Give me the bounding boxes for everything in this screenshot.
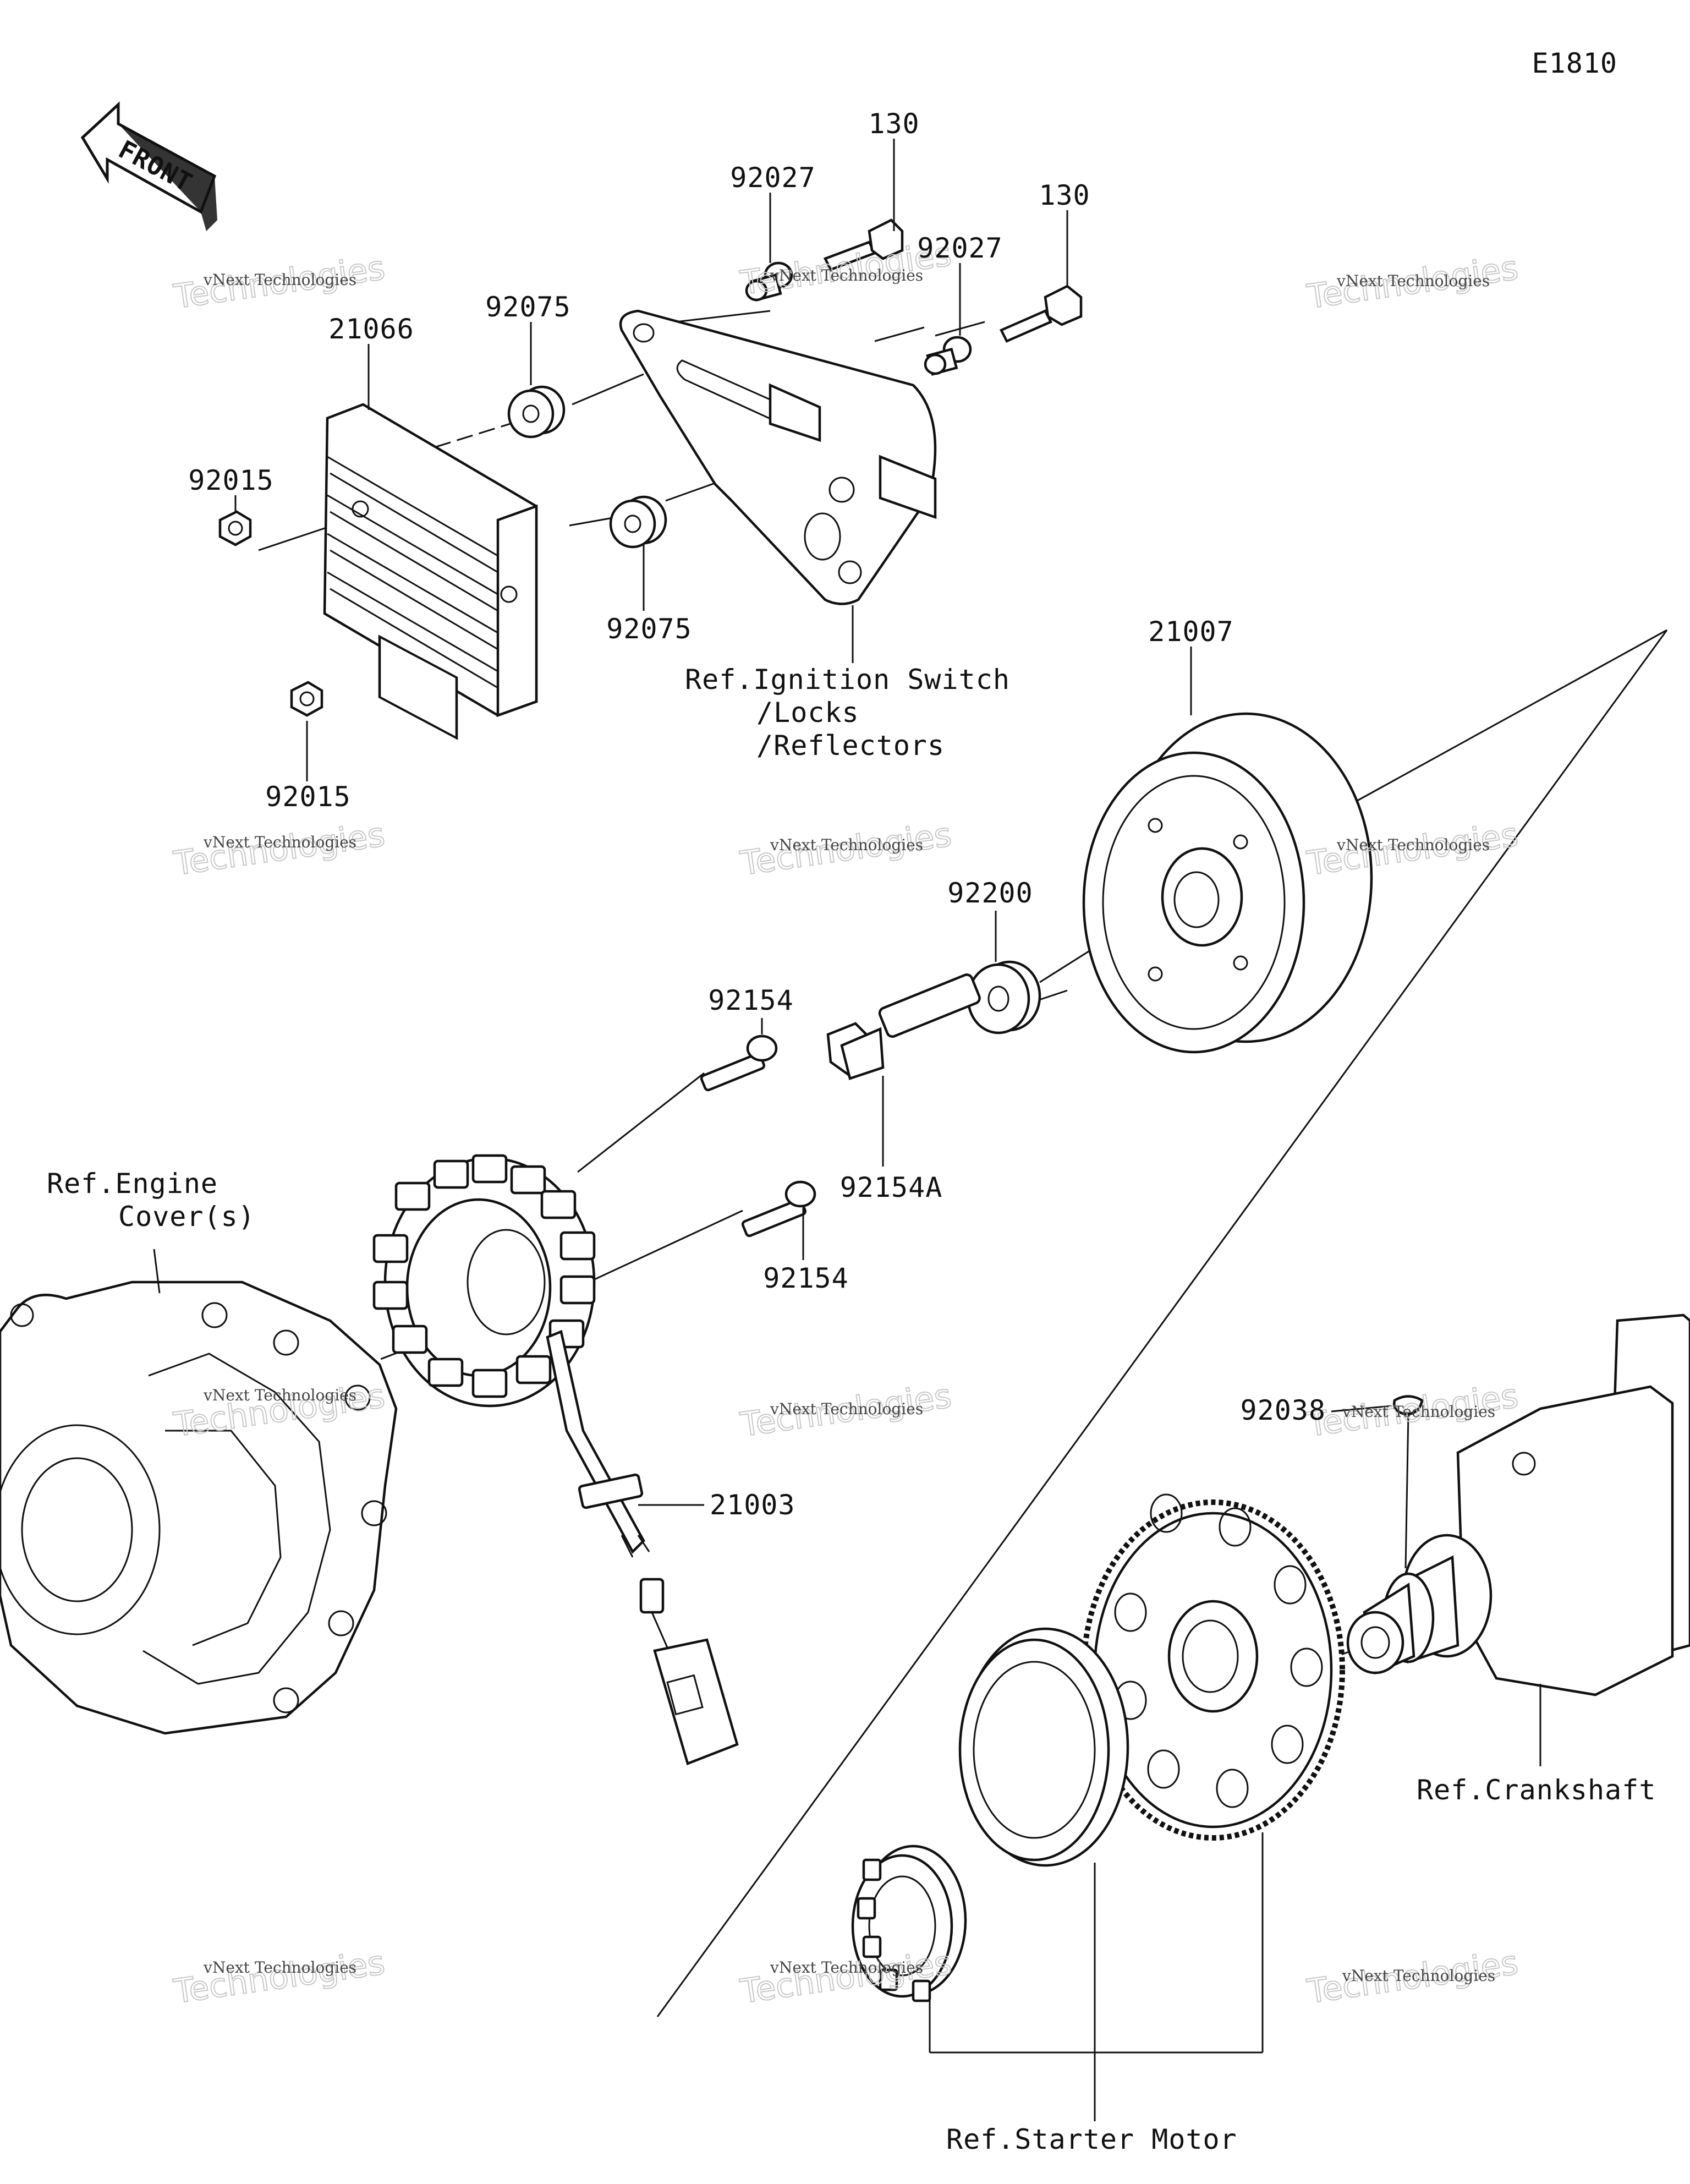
washer-92200: [967, 960, 1041, 1034]
ref-engine-cover-line2: Cover(s): [118, 1201, 255, 1233]
watermark-company: vNext Technologies: [203, 833, 356, 851]
rotor-flywheel: [1082, 712, 1373, 1054]
label-92015: 92015: [188, 464, 274, 496]
label-21066: 21066: [328, 313, 414, 345]
mounting-bracket: [619, 309, 937, 605]
bolt-130-right: [999, 284, 1083, 343]
stator: [372, 1154, 739, 1765]
collar-92027-left: [745, 261, 793, 302]
watermark-company: vNext Technologies: [203, 271, 356, 289]
watermark-company: vNext Technologies: [1336, 836, 1490, 854]
engine-cover: [0, 1280, 398, 1735]
watermark: Technologies: [171, 1944, 387, 2011]
nut-92015-lower: [290, 681, 323, 717]
label-130: 130: [1039, 179, 1090, 211]
diagram-code: E1810: [1532, 47, 1617, 79]
ref-ignition-switch: Ref.Ignition Switch: [685, 664, 1010, 696]
label-92038: 92038: [1240, 1394, 1326, 1426]
leader-lines: [153, 139, 1541, 2121]
starter-clutch-gear: [1081, 1493, 1345, 1841]
bolt-92154-upper: [700, 1034, 778, 1092]
watermark-company: vNext Technologies: [770, 1958, 923, 1977]
grommet-92075-lower: [609, 495, 667, 549]
watermark-company: vNext Technologies: [203, 1958, 356, 1977]
ref-ignition-reflectors: /Reflectors: [756, 730, 945, 762]
front-arrow-icon: FRONT: [80, 101, 217, 231]
watermark-company: vNext Technologies: [203, 1386, 356, 1404]
crankshaft: [1346, 1313, 1690, 1696]
one-way-clutch: [851, 1844, 967, 2002]
label-92154: 92154: [708, 984, 794, 1016]
part-labels: 130 92027 130 92027 92075 21066 92015 92…: [188, 108, 1326, 1521]
watermark-company: vNext Technologies: [1342, 1967, 1495, 1985]
ref-starter-motor: Ref.Starter Motor: [946, 2123, 1237, 2155]
label-92154: 92154: [763, 1262, 849, 1294]
ref-ignition-locks: /Locks: [756, 697, 859, 729]
watermark-company: vNext Technologies: [770, 266, 923, 284]
bolt-92154-lower: [741, 1180, 816, 1238]
ref-engine-cover-line1: Ref.Engine: [47, 1168, 218, 1200]
woodruff-key-92038: [1392, 1395, 1424, 1416]
label-130: 130: [868, 108, 919, 140]
label-92075: 92075: [485, 291, 571, 323]
grommet-92075-upper: [507, 385, 566, 439]
label-21007: 21007: [1148, 616, 1234, 648]
collar-92027-right: [924, 336, 972, 376]
label-92154A: 92154A: [840, 1172, 943, 1203]
nut-92015-upper: [218, 510, 252, 546]
starter-clutch-plate: [958, 1627, 1129, 1867]
label-92027: 92027: [730, 162, 816, 194]
watermark-company: vNext Technologies: [1336, 272, 1490, 290]
ref-crankshaft: Ref.Crankshaft: [1417, 1774, 1656, 1806]
label-92015: 92015: [265, 781, 351, 813]
label-92200: 92200: [947, 877, 1033, 909]
watermark-company: vNext Technologies: [770, 836, 923, 854]
assembly-boundary: [656, 629, 1668, 2017]
watermark-company: vNext Technologies: [770, 1400, 923, 1418]
label-21003: 21003: [710, 1489, 795, 1521]
watermark-company: vNext Technologies: [1342, 1403, 1495, 1421]
bolt-92154A: [826, 973, 981, 1080]
regulator-rectifier: [323, 403, 538, 740]
label-92027: 92027: [917, 232, 1003, 264]
reference-labels: Ref.Ignition Switch /Locks /Reflectors R…: [47, 664, 1656, 2155]
label-92075: 92075: [606, 613, 692, 645]
